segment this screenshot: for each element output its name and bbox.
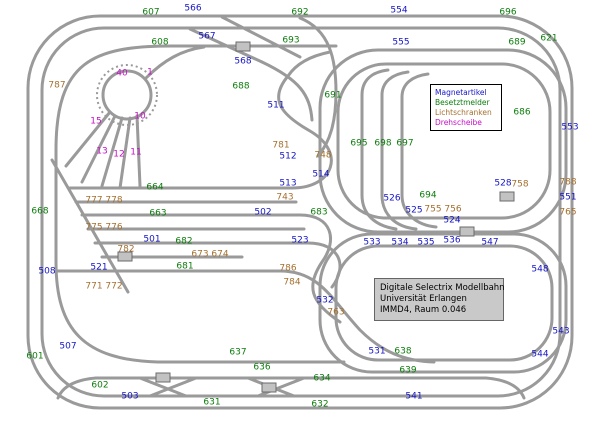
turntable-spoke-2 [80,114,117,184]
upper-right-siding-1 [360,68,390,197]
yard-ladder [50,158,130,294]
track-top-third [54,44,338,152]
info-line-title: Digitale Selectrix Modellbahn [380,283,505,293]
track-box-icon [459,226,475,237]
upper-right-siding-3 [400,72,430,197]
upper-right-siding-2 [380,70,410,197]
lower-right-loop-inner [334,244,554,362]
track-box-icon [155,372,171,383]
upper-right-loop-outer [318,48,568,234]
lower-right-loop-outer [318,232,568,374]
turntable [101,69,153,121]
track-box-icon [261,382,277,393]
turntable-spoke-3 [100,116,124,188]
bottom-track-1-left [56,376,98,400]
track-center-s1 [277,50,333,190]
track-branch-top-3 [260,60,314,122]
upper-right-loop-inner [336,62,552,220]
info-box: Digitale Selectrix Modellbahn Universitä… [374,278,505,321]
turntable-spoke-5 [135,114,142,188]
upper-right-siding-2-exit [380,193,418,231]
track-left-descent [54,148,346,364]
crossover-1a [138,376,188,398]
legend-item-magnetartikel: Magnetartikel [435,88,487,97]
info-line-room: IMMD4, Raum 0.046 [380,305,467,315]
bottom-track-1-right [484,376,526,400]
track-outer-loop [26,14,574,410]
legend-item-besetztmelder: Besetztmelder [435,98,490,107]
track-box-icon [117,251,133,262]
crossover-2b [256,376,306,398]
turntable-ring [96,64,158,126]
turntable-exit [144,45,206,80]
track-center-vertical [298,16,338,158]
track-center-s4 [278,269,436,364]
legend-item-drehscheibe: Drehscheibe [435,118,482,127]
track-inner-loop [40,26,562,398]
upper-right-siding-1-exit [360,193,398,231]
turntable-spoke-1 [64,110,112,168]
track-box-icon [499,191,515,202]
legend-item-lichtschranken: Lichtschranken [435,108,492,117]
info-line-university: Universität Erlangen [380,294,467,304]
track-branch-top-2 [220,15,302,59]
crossover-1b [148,376,198,398]
track-branch-top-1 [188,27,264,64]
turntable-spoke-4 [118,116,132,190]
track-box-icon [235,41,251,52]
upper-right-siding-3-exit [400,193,438,229]
